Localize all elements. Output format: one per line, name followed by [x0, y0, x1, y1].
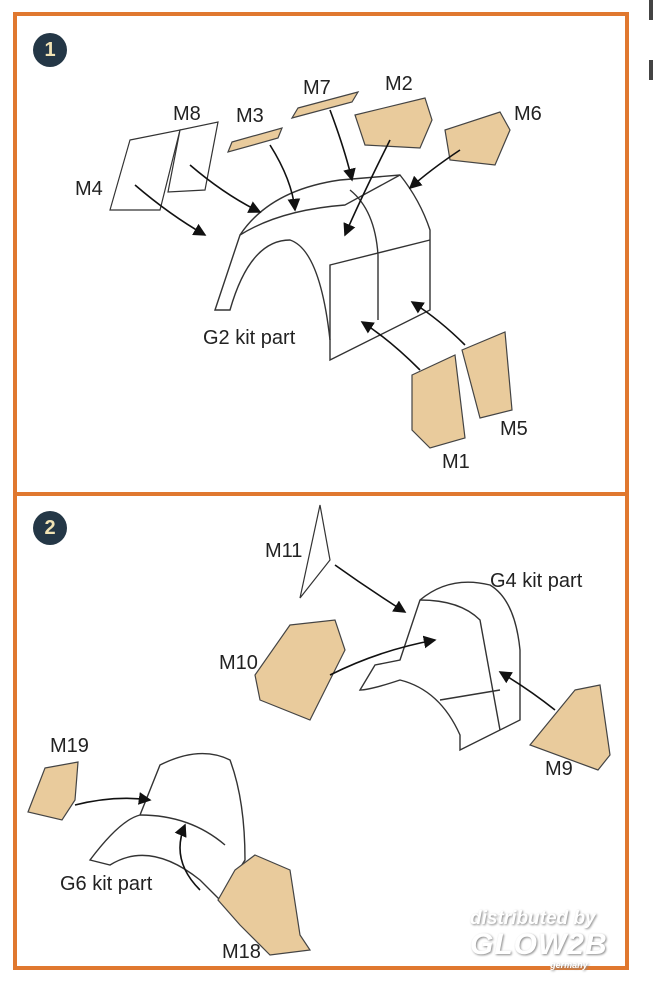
mask-m3	[226, 127, 284, 153]
mask-m10	[254, 619, 346, 721]
label-m3: M3	[236, 105, 264, 127]
mask-m7	[290, 91, 360, 119]
g4-canopy	[358, 581, 521, 752]
mask-m2	[354, 97, 433, 149]
mask-m11	[299, 504, 331, 599]
label-m11: M11	[265, 540, 302, 562]
step-2-badge: 2	[33, 511, 67, 545]
label-m18: M18	[222, 941, 261, 963]
label-m5: M5	[500, 418, 528, 440]
label-m1: M1	[442, 451, 470, 473]
label-m6: M6	[514, 103, 542, 125]
step-2-panel	[13, 492, 629, 970]
watermark-line1: distributed by	[470, 908, 596, 929]
mask-m6	[444, 111, 511, 166]
label-m9: M9	[545, 758, 573, 780]
mask-m8	[167, 121, 219, 193]
mask-m9	[529, 684, 611, 771]
edge-mark	[649, 60, 653, 80]
watermark-line2: GLOW2B	[470, 928, 608, 961]
label-g6-kit-part: G6 kit part	[60, 873, 153, 895]
watermark-line3: germany	[550, 960, 588, 970]
label-m4: M4	[75, 178, 103, 200]
watermark-logo: distributed by GLOW2B germany	[470, 908, 608, 970]
label-m19: M19	[50, 735, 89, 757]
label-m10: M10	[219, 652, 258, 674]
label-m8: M8	[173, 103, 201, 125]
mask-m19	[27, 761, 79, 821]
mask-m18	[217, 854, 312, 956]
label-m2: M2	[385, 73, 413, 95]
label-m7: M7	[303, 77, 331, 99]
mask-m5	[461, 331, 513, 419]
g6-canopy	[88, 752, 246, 902]
edge-mark	[649, 0, 653, 20]
label-g4-kit-part: G4 kit part	[490, 570, 583, 592]
label-g2-kit-part: G2 kit part	[203, 327, 296, 349]
mask-m4	[109, 129, 181, 211]
step-1-badge: 1	[33, 33, 67, 67]
mask-m1	[411, 354, 466, 449]
